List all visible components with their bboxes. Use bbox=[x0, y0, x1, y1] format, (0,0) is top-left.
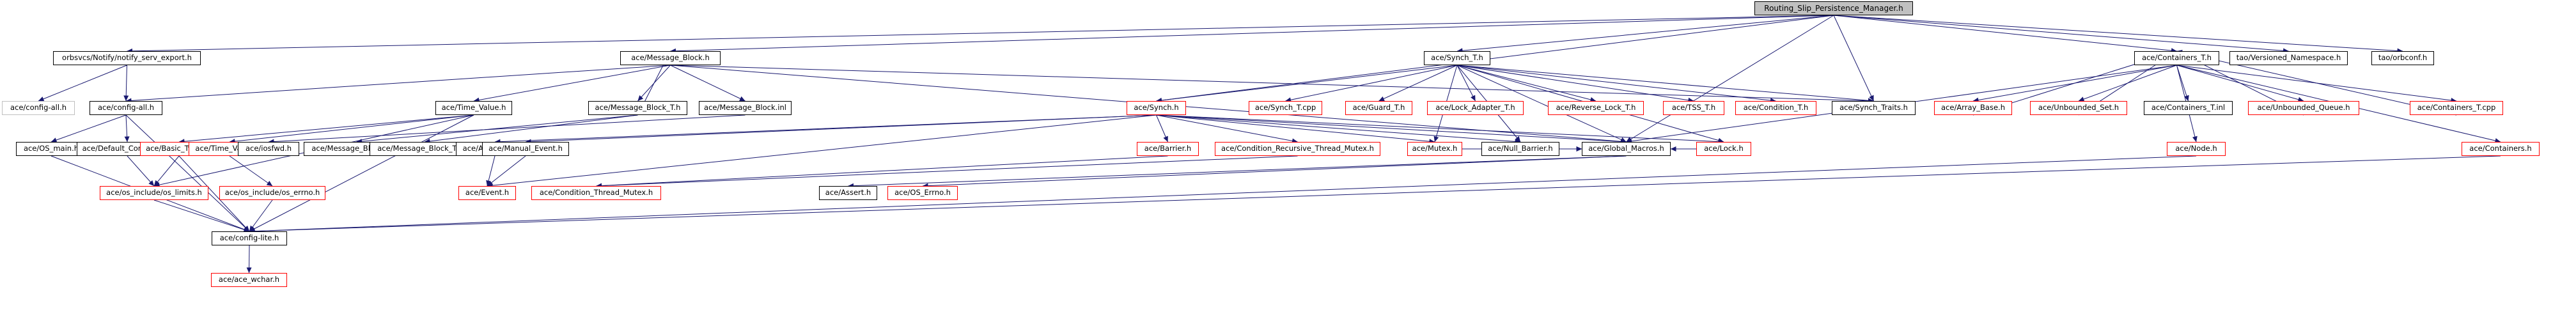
graph-node[interactable]: ace/Time_Value.h bbox=[435, 101, 512, 115]
graph-node[interactable]: ace/Node.h bbox=[2167, 142, 2226, 156]
graph-node[interactable]: ace/Lock.h bbox=[1696, 142, 1751, 156]
node-label: ace/Node.h bbox=[2175, 144, 2217, 153]
node-label: ace/os_include/os_limits.h bbox=[106, 188, 202, 198]
node-label: ace/Barrier.h bbox=[1144, 144, 1192, 153]
graph-node[interactable]: ace/Condition_Recursive_Thread_Mutex.h bbox=[1215, 142, 1380, 156]
node-label: ace/Message_Block.inl bbox=[704, 103, 786, 112]
node-label: ace/Containers_T.cpp bbox=[2417, 103, 2496, 112]
node-label: ace/Containers.h bbox=[2469, 144, 2532, 153]
graph-node[interactable]: ace/Guard_T.h bbox=[1345, 101, 1412, 115]
node-label: ace/Null_Barrier.h bbox=[1488, 144, 1553, 153]
node-label: ace/Containers_T.h bbox=[2142, 53, 2212, 63]
graph-node[interactable]: ace/config-all.h bbox=[90, 101, 162, 115]
graph-node[interactable]: ace/OS_Errno.h bbox=[887, 186, 958, 200]
graph-node[interactable]: ace/config-lite.h bbox=[212, 231, 287, 245]
node-label: ace/config-all.h bbox=[97, 103, 155, 112]
graph-node[interactable]: ace/Array_Base.h bbox=[1934, 101, 2012, 115]
node-label: ace/Time_Value.inl bbox=[195, 144, 264, 153]
graph-node[interactable]: ace/Unbounded_Queue.h bbox=[2248, 101, 2359, 115]
node-label: orbsvcs/Notify/notify_serv_export.h bbox=[62, 53, 192, 63]
node-label: ace/Mutex.h bbox=[1412, 144, 1458, 153]
node-label: ace/OS_Errno.h bbox=[894, 188, 951, 198]
node-label: ace/Manual_Event.h bbox=[488, 144, 563, 153]
graph-node[interactable]: ace/Synch.h bbox=[1127, 101, 1186, 115]
graph-node[interactable]: ace/Containers_T.inl bbox=[2144, 101, 2233, 115]
node-label: ace/Synch_T.cpp bbox=[1254, 103, 1316, 112]
graph-node[interactable]: ace/Synch_T.h bbox=[1424, 51, 1490, 65]
graph-node[interactable]: ace/Global_Macros.h bbox=[1582, 142, 1671, 156]
node-label: ace/Containers_T.inl bbox=[2151, 103, 2226, 112]
node-label: ace/Unbounded_Set.h bbox=[2038, 103, 2119, 112]
graph-node[interactable]: ace/Condition_Thread_Mutex.h bbox=[531, 186, 661, 200]
node-label: ace/ace_wchar.h bbox=[218, 275, 280, 284]
graph-root-node[interactable]: Routing_Slip_Persistence_Manager.h bbox=[1754, 1, 1913, 15]
node-label: ace/OS_main.h bbox=[23, 144, 79, 153]
node-label: ace/Condition_T.h bbox=[1743, 103, 1809, 112]
node-label: ace/Lock_Adapter_T.h bbox=[1435, 103, 1515, 112]
graph-node[interactable]: ace/Containers.h bbox=[2462, 142, 2540, 156]
node-label: ace/Lock.h bbox=[1704, 144, 1744, 153]
node-label: ace/Message_Block_T.cpp bbox=[377, 144, 472, 153]
node-label: ace/Guard_T.h bbox=[1352, 103, 1405, 112]
graph-node[interactable]: ace/Barrier.h bbox=[1137, 142, 1199, 156]
graph-node[interactable]: ace/Message_Block.inl bbox=[699, 101, 792, 115]
graph-node[interactable]: ace/Manual_Event.h bbox=[482, 142, 569, 156]
node-label: ace/Unbounded_Queue.h bbox=[2257, 103, 2350, 112]
graph-node[interactable]: ace/Message_Block.h bbox=[620, 51, 721, 65]
graph-node[interactable]: ace/Synch_T.cpp bbox=[1249, 101, 1322, 115]
graph-node[interactable]: ace/os_include/os_limits.h bbox=[100, 186, 208, 200]
node-label: ace/Time_Value.h bbox=[441, 103, 506, 112]
node-label: ace/Synch_T.h bbox=[1431, 53, 1483, 63]
graph-node[interactable]: orbsvcs/Notify/notify_serv_export.h bbox=[53, 51, 201, 65]
node-label: ace/Basic_Types.h bbox=[146, 144, 212, 153]
graph-node[interactable]: ace/iosfwd.h bbox=[238, 142, 299, 156]
node-label: ace/Condition_Thread_Mutex.h bbox=[539, 188, 653, 198]
node-label: ace/Global_Macros.h bbox=[1588, 144, 1664, 153]
node-label: tao/Versioned_Namespace.h bbox=[2236, 53, 2341, 63]
graph-node[interactable]: ace/Containers_T.h bbox=[2134, 51, 2219, 65]
node-label: ace/Message_Block_T.h bbox=[595, 103, 681, 112]
node-label: ace/os_include/os_errno.h bbox=[224, 188, 320, 198]
node-label: ace/Array_Base.h bbox=[1941, 103, 2005, 112]
graph-node[interactable]: ace/Unbounded_Set.h bbox=[2030, 101, 2127, 115]
graph-node[interactable]: ace/Lock_Adapter_T.h bbox=[1427, 101, 1524, 115]
node-label: ace/TSS_T.h bbox=[1671, 103, 1716, 112]
node-label: tao/orbconf.h bbox=[2378, 53, 2428, 63]
graph-node[interactable]: ace/Assert.h bbox=[819, 186, 877, 200]
graph-node[interactable]: ace/Event.h bbox=[458, 186, 516, 200]
graph-node[interactable]: ace/Reverse_Lock_T.h bbox=[1548, 101, 1644, 115]
graph-node[interactable]: ace/Synch_Traits.h bbox=[1832, 101, 1916, 115]
node-label: ace/Synch.h bbox=[1134, 103, 1179, 112]
node-label: ace/Assert.h bbox=[825, 188, 871, 198]
graph-node[interactable]: ace/os_include/os_errno.h bbox=[219, 186, 325, 200]
node-label: ace/Condition_Recursive_Thread_Mutex.h bbox=[1221, 144, 1374, 153]
graph-node[interactable]: ace/Containers_T.cpp bbox=[2410, 101, 2503, 115]
node-label: ace/Synch_Traits.h bbox=[1839, 103, 1908, 112]
node-label: ace/Message_Block_T.inl bbox=[311, 144, 402, 153]
graph-node[interactable]: ace/Mutex.h bbox=[1407, 142, 1462, 156]
graph-node[interactable]: ace/ace_wchar.h bbox=[211, 273, 287, 287]
graph-node[interactable]: tao/Versioned_Namespace.h bbox=[2229, 51, 2348, 65]
node-label: Routing_Slip_Persistence_Manager.h bbox=[1764, 4, 1903, 13]
node-label: ace/Default_Constants.h bbox=[82, 144, 173, 153]
graph-node[interactable]: ace/OS_main.h bbox=[16, 142, 86, 156]
node-label: ace/Message_Block.h bbox=[631, 53, 710, 63]
graph-node[interactable]: ace/Condition_T.h bbox=[1735, 101, 1816, 115]
node-label: ace/Reverse_Lock_T.h bbox=[1556, 103, 1636, 112]
node-label: ace/config-lite.h bbox=[219, 233, 279, 243]
graph-node[interactable]: ace/TSS_T.h bbox=[1663, 101, 1724, 115]
node-label: ace/Event.h bbox=[465, 188, 510, 198]
graph-node[interactable]: ace/Message_Block_T.h bbox=[588, 101, 687, 115]
graph-node[interactable]: ace/config-all.h bbox=[2, 101, 75, 115]
graph-node[interactable]: tao/orbconf.h bbox=[2371, 51, 2434, 65]
node-label: ace/config-all.h bbox=[10, 103, 67, 112]
node-label: ace/iosfwd.h bbox=[245, 144, 292, 153]
graph-node[interactable]: ace/Null_Barrier.h bbox=[1481, 142, 1559, 156]
